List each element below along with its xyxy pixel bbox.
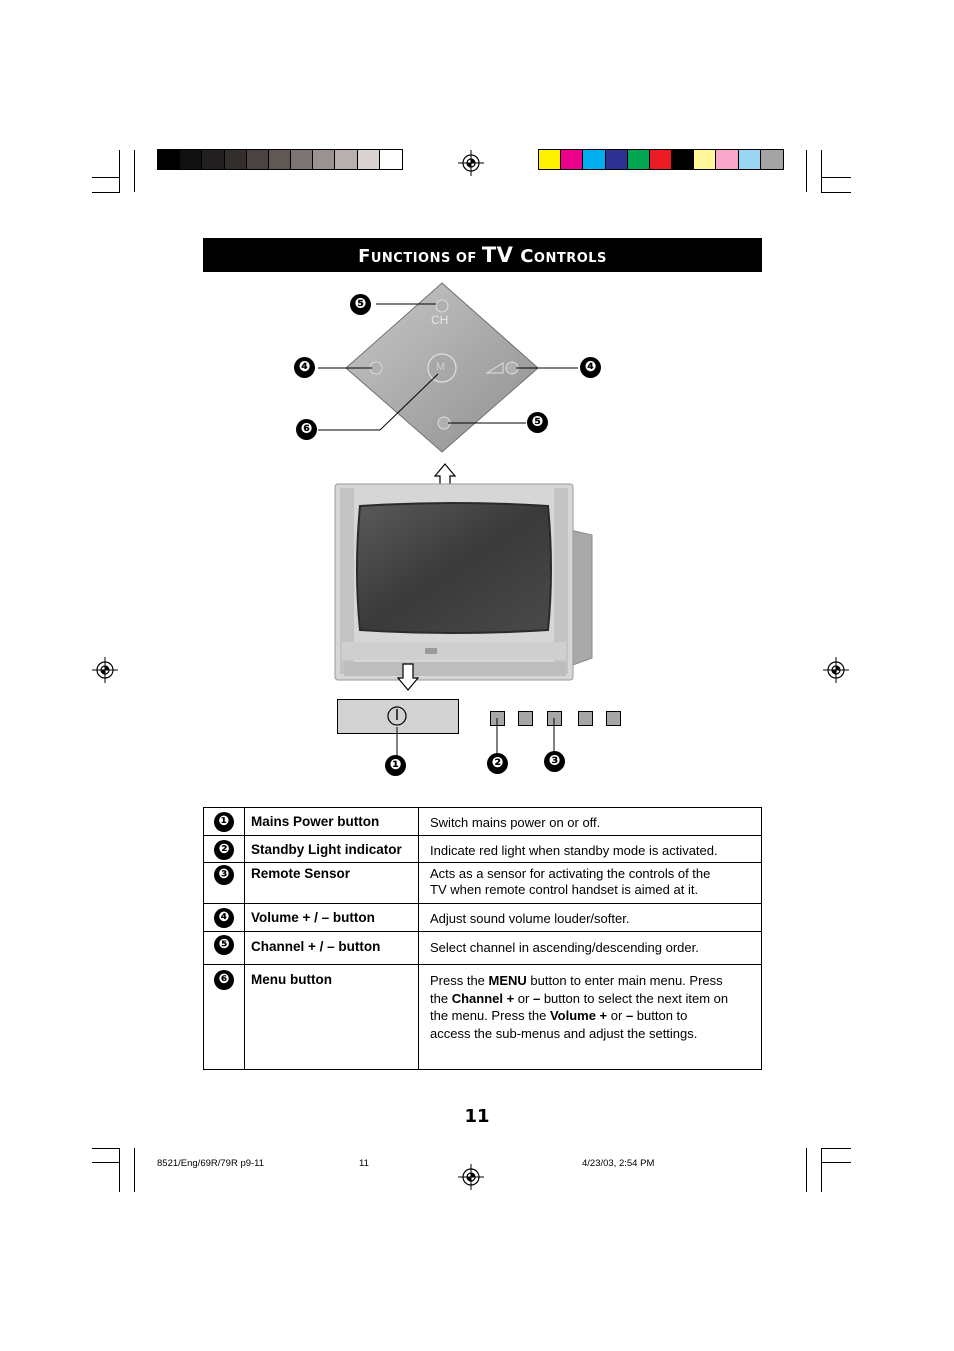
control-name: Mains Power button [251, 814, 380, 829]
control-name: Menu button [251, 972, 332, 987]
color-swatch [760, 150, 783, 169]
indicator-callout-lines [496, 718, 555, 754]
table-row: ❶ Mains Power button Switch mains power … [204, 808, 761, 836]
volume-wedge-icon [485, 362, 504, 374]
footer-date: 4/23/03, 2:54 PM [582, 1158, 655, 1169]
callout-4-right: ❹ [580, 357, 601, 378]
table-row: ❹ Volume + / – button Adjust sound volum… [204, 904, 761, 932]
power-callout-line [396, 727, 398, 757]
registration-mark-left-icon [92, 657, 118, 683]
callout-3: ❸ [544, 751, 565, 772]
page-title: FUNCTIONS OF TV CONTROLS [358, 243, 607, 267]
color-swatch [357, 150, 380, 169]
controls-table: ❶ Mains Power button Switch mains power … [203, 807, 762, 1070]
arrow-down-icon [396, 663, 420, 691]
control-description: Indicate red light when standby mode is … [430, 843, 718, 858]
color-swatch [158, 150, 181, 169]
control-name: Channel + / – button [251, 939, 381, 954]
page-number: 11 [464, 1106, 490, 1127]
color-swatch [379, 150, 402, 169]
color-swatch [738, 150, 761, 169]
footer-file-name: 8521/Eng/69R/79R p9-11 [157, 1158, 265, 1169]
control-description: Select channel in ascending/descending o… [430, 940, 699, 955]
control-description: Acts as a sensor for activating the cont… [430, 866, 711, 897]
color-swatch [246, 150, 269, 169]
tv-screen [356, 502, 552, 634]
callout-5-bottom: ❺ [527, 412, 548, 433]
control-description: Switch mains power on or off. [430, 815, 601, 830]
indicator-square-2 [518, 711, 533, 726]
section-title-bar: FUNCTIONS OF TV CONTROLS [203, 238, 762, 272]
channel-up-button-icon [435, 299, 449, 313]
callout-2: ❷ [487, 753, 508, 774]
control-panel-diagram [318, 282, 578, 490]
indicator-square-5 [606, 711, 621, 726]
control-description: Press the MENU button to enter main menu… [430, 973, 729, 1041]
table-row: ❺ Channel + / – button Select channel in… [204, 932, 761, 965]
power-button-icon[interactable] [386, 705, 408, 727]
color-calibration-bar [538, 149, 784, 170]
callout-5-top: ❺ [350, 294, 371, 315]
callout-4-left: ❹ [294, 357, 315, 378]
row-number: ❸ [214, 865, 234, 885]
channel-label: CH [431, 313, 449, 327]
menu-button-icon [427, 353, 457, 383]
color-swatch [202, 150, 225, 169]
control-name: Standby Light indicator [251, 842, 402, 857]
table-row: ❸ Remote Sensor Acts as a sensor for act… [204, 863, 761, 904]
color-swatch [561, 150, 584, 169]
menu-button-label: M [436, 361, 446, 373]
registration-mark-top-icon [458, 150, 484, 176]
row-number: ❷ [214, 840, 234, 860]
row-number: ❹ [214, 908, 234, 928]
callout-1: ❶ [385, 755, 406, 776]
row-number: ❻ [214, 970, 234, 990]
color-swatch [672, 150, 695, 169]
control-description: Adjust sound volume louder/softer. [430, 911, 630, 926]
color-swatch [313, 150, 336, 169]
color-swatch [268, 150, 292, 169]
registration-mark-bottom-icon [458, 1164, 484, 1190]
color-swatch [224, 150, 247, 169]
tv-illustration [334, 483, 593, 691]
color-swatch [180, 150, 203, 169]
color-swatch [627, 150, 650, 169]
color-swatch [605, 150, 628, 169]
grayscale-calibration-bar [157, 149, 403, 170]
control-name: Volume + / – button [251, 910, 375, 925]
registration-mark-right-icon [823, 657, 849, 683]
footer-page-number: 11 [359, 1158, 369, 1169]
color-swatch [716, 150, 739, 169]
table-row: ❷ Standby Light indicator Indicate red l… [204, 836, 761, 863]
color-swatch [694, 150, 717, 169]
indicator-square-4 [578, 711, 593, 726]
control-name: Remote Sensor [251, 866, 351, 881]
color-swatch [649, 150, 673, 169]
color-swatch [539, 150, 562, 169]
table-row: ❻ Menu button Press the MENU button to e… [204, 965, 761, 1069]
color-swatch [291, 150, 314, 169]
color-swatch [583, 150, 606, 169]
row-number: ❶ [214, 812, 234, 832]
color-swatch [335, 150, 358, 169]
callout-6: ❻ [296, 419, 317, 440]
row-number: ❺ [214, 935, 234, 955]
